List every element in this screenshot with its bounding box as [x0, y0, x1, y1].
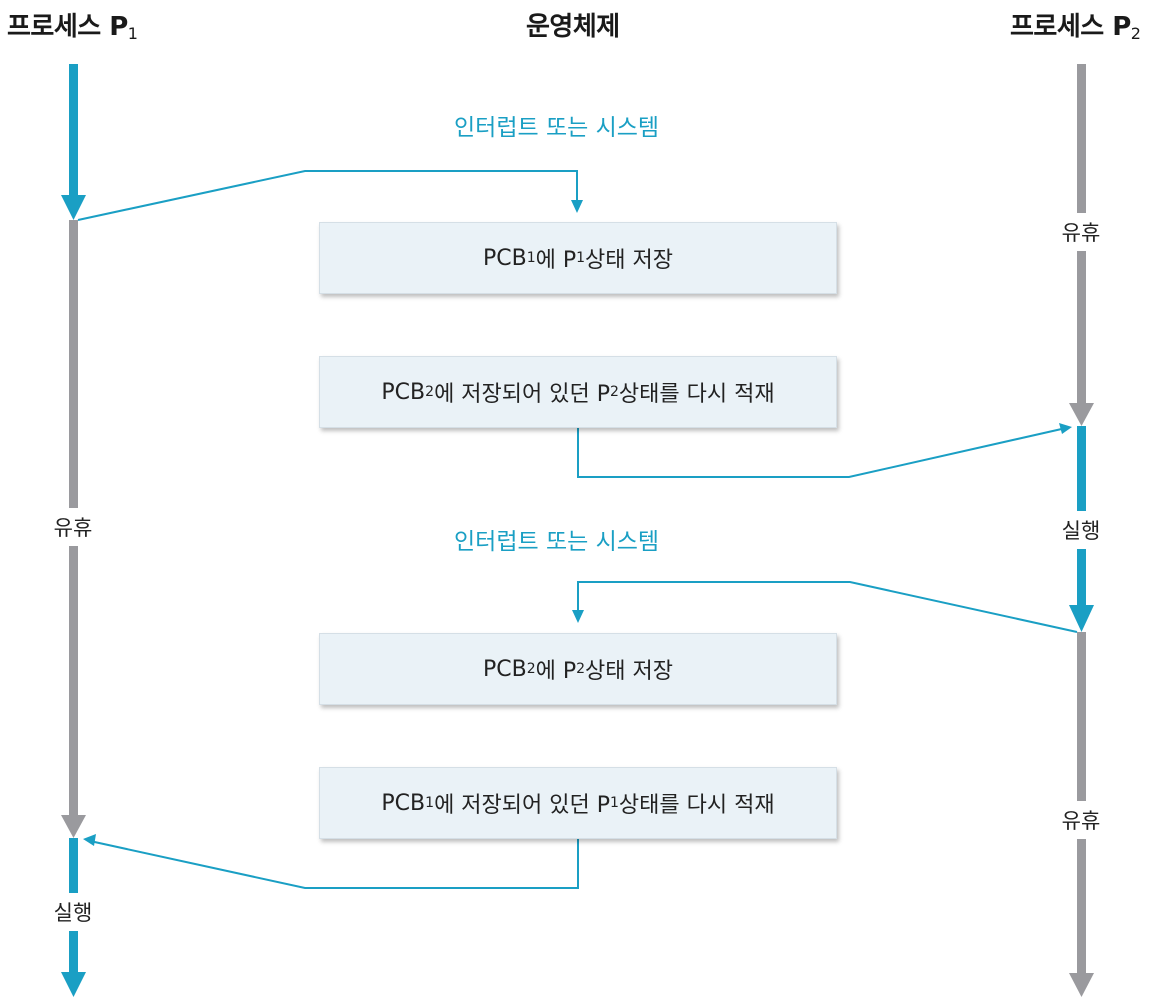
box-text: 상태 저장: [585, 659, 674, 684]
header-os: 운영체제: [526, 6, 620, 43]
box-sub: 1: [526, 250, 536, 266]
box-sub: 1: [425, 795, 435, 811]
box-sub: 1: [576, 250, 586, 266]
box-text: 상태를 다시 적재: [618, 793, 775, 818]
p1-running-arrowhead-bottom: [61, 972, 86, 997]
box-text: 상태를 다시 적재: [618, 382, 775, 407]
box-text: PCB: [482, 245, 527, 271]
box-text: PCB: [482, 656, 527, 682]
p2-state-idle-top: 유휴: [1046, 213, 1116, 251]
header-p1-text: 프로세스 P: [7, 12, 128, 42]
box-sub: 1: [610, 795, 619, 811]
p1-state-run: 실행: [38, 893, 108, 931]
box-text: 에 P: [535, 659, 577, 684]
p2-state-run: 실행: [1046, 511, 1116, 549]
connector-arrowhead-save-p1: [571, 200, 583, 213]
interrupt-label-1: 인터럽트 또는 시스템: [454, 115, 660, 141]
connector-p2-to-save-p2: [577, 581, 1078, 633]
p2-idle-arrowhead-bottom: [1069, 973, 1094, 997]
p1-running-segment-top: [69, 64, 78, 196]
p1-state-idle: 유휴: [38, 508, 108, 546]
box-text: 에 저장되어 있던 P: [434, 382, 610, 407]
header-p1-sub: 1: [127, 24, 138, 43]
box-text: PCB: [381, 790, 426, 816]
header-os-text: 운영체제: [526, 12, 620, 42]
connector-load-p1-to-p1: [89, 838, 579, 889]
header-process-p2: 프로세스 P2: [1010, 6, 1141, 43]
p2-running-arrowhead: [1069, 605, 1094, 632]
header-p2-sub: 2: [1130, 24, 1141, 43]
box-text: 상태 저장: [585, 248, 674, 273]
box-sub: 2: [576, 661, 586, 677]
connector-arrowhead-p2-run: [1059, 423, 1072, 434]
header-p2-text: 프로세스 P: [1010, 12, 1131, 42]
header-process-p1: 프로세스 P1: [7, 6, 138, 43]
interrupt-label-2: 인터럽트 또는 시스템: [454, 529, 660, 555]
box-text: 에 저장되어 있던 P: [434, 793, 610, 818]
box-text: 에 P: [535, 248, 577, 273]
connector-p1-to-save-p1: [77, 170, 578, 221]
p1-idle-arrowhead: [61, 815, 86, 838]
connector-arrowhead-save-p2: [572, 610, 584, 623]
p2-state-idle-bottom: 유휴: [1046, 801, 1116, 839]
box-text: PCB: [381, 379, 426, 405]
p1-running-arrowhead-top: [61, 195, 86, 220]
p2-idle-arrowhead-top: [1069, 403, 1094, 426]
box-sub: 2: [526, 661, 536, 677]
connector-arrowhead-p1-run: [83, 834, 96, 846]
box-sub: 2: [610, 384, 619, 400]
connector-load-p2-to-p2: [577, 427, 1067, 478]
box-sub: 2: [425, 384, 435, 400]
